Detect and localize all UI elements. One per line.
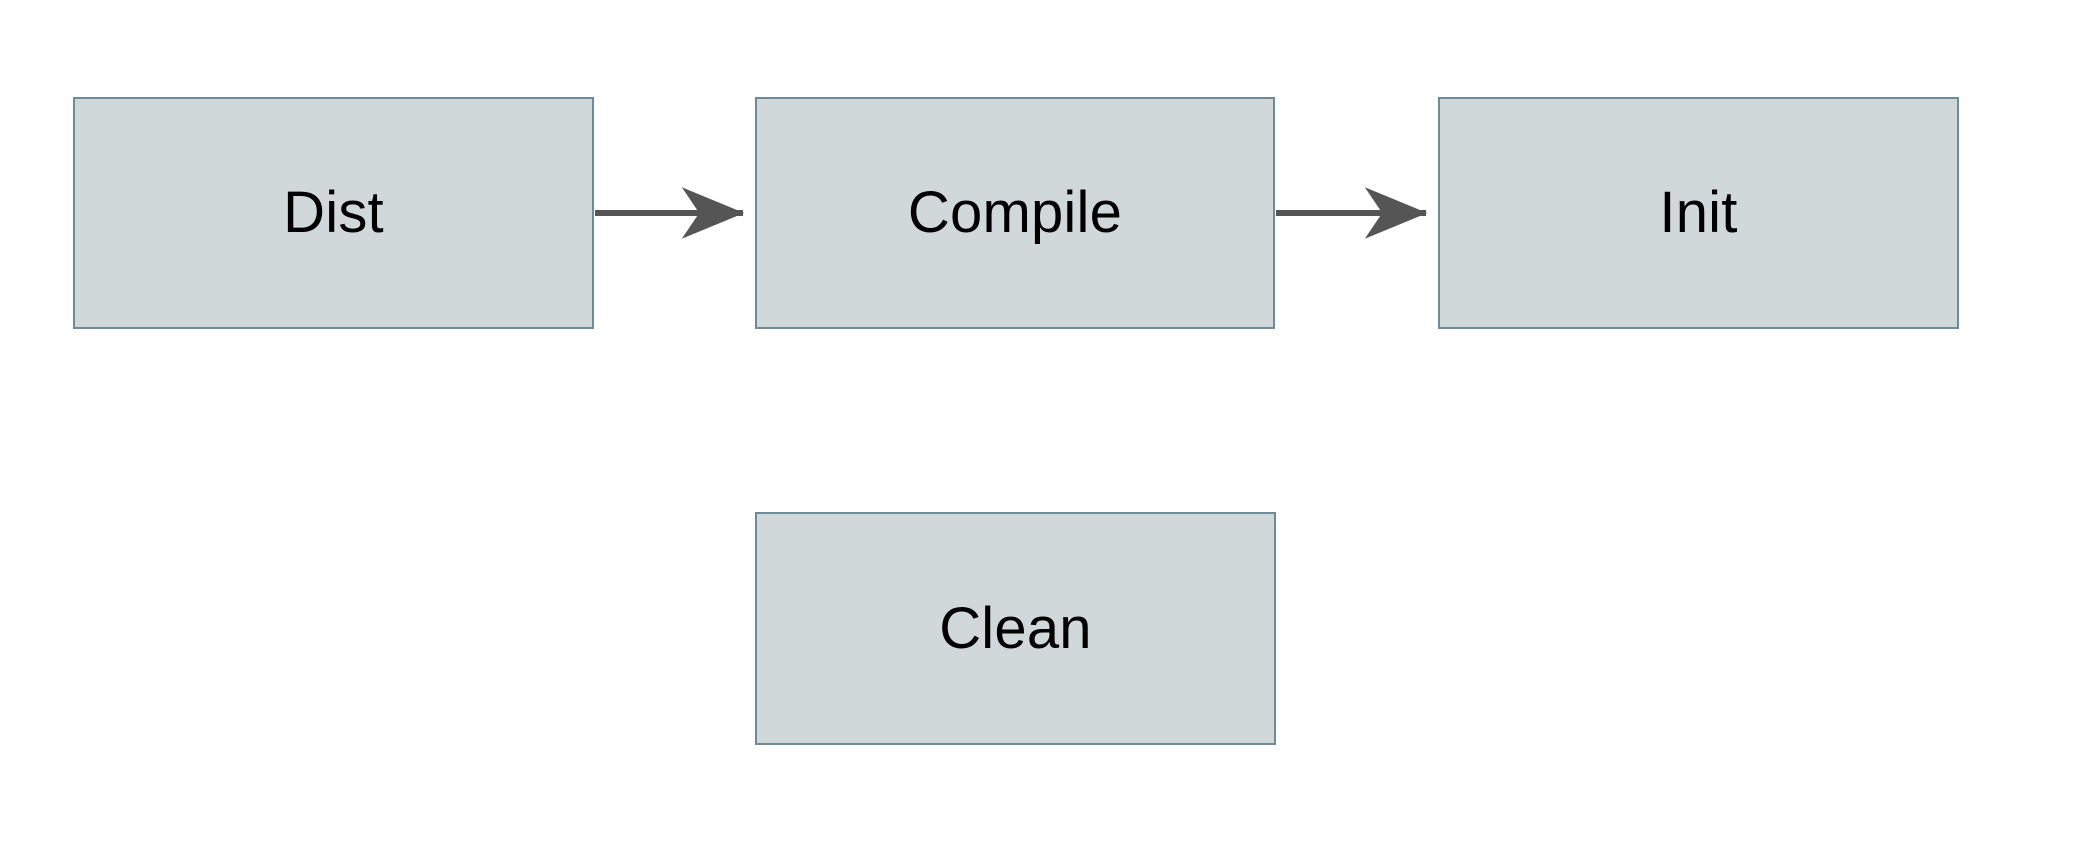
node-dist[interactable]: Dist (73, 97, 594, 329)
node-compile-label: Compile (907, 180, 1123, 245)
node-clean[interactable]: Clean (755, 512, 1276, 745)
node-init-label: Init (1659, 180, 1738, 245)
node-init[interactable]: Init (1438, 97, 1959, 329)
node-compile[interactable]: Compile (755, 97, 1275, 329)
node-dist-label: Dist (283, 180, 384, 245)
node-clean-label: Clean (939, 595, 1092, 661)
